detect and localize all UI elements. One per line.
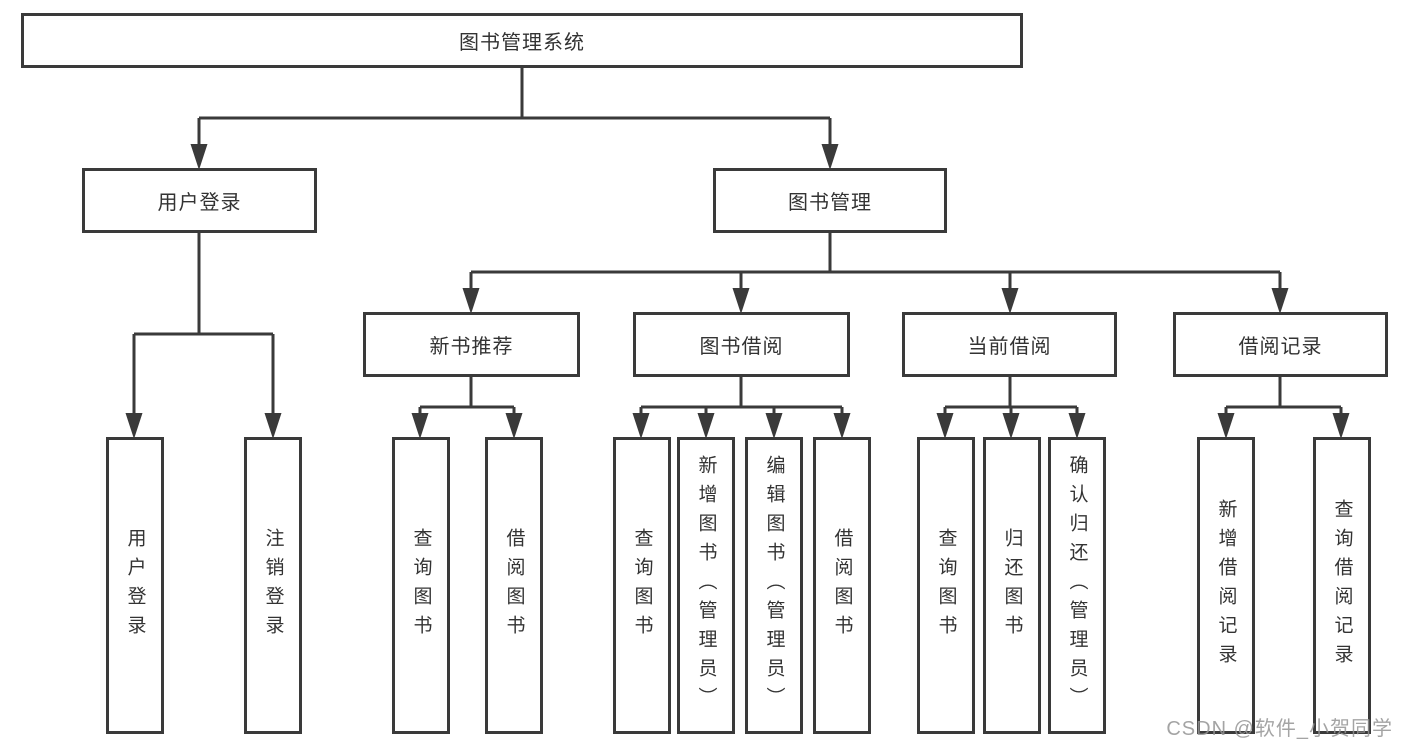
leaf-current-confirm-return-label: 确认归还（管理员） [1066,455,1088,716]
leaf-borrow-edit-book-label: 编辑图书（管理员） [763,455,785,716]
leaf-records-query: 查询借阅记录 [1313,437,1371,734]
leaf-records-add: 新增借阅记录 [1197,437,1255,734]
node-book-borrow: 图书借阅 [633,312,850,377]
leaf-borrow-borrow-book: 借阅图书 [813,437,871,734]
leaf-newbooks-borrow-label: 借阅图书 [503,527,525,644]
leaf-newbooks-borrow: 借阅图书 [485,437,543,734]
node-book-management: 图书管理 [713,168,947,233]
node-user-login-label: 用户登录 [157,192,242,214]
leaf-borrow-add-book: 新增图书（管理员） [677,437,735,734]
leaf-borrow-edit-book: 编辑图书（管理员） [745,437,803,734]
leaf-logout-label: 注销登录 [262,527,284,644]
leaf-user-login: 用户登录 [106,437,164,734]
node-borrow-records: 借阅记录 [1173,312,1388,377]
leaf-newbooks-query: 查询图书 [392,437,450,734]
leaf-current-query-label: 查询图书 [935,527,957,644]
node-root-label: 图书管理系统 [459,32,585,54]
leaf-current-query: 查询图书 [917,437,975,734]
node-new-book-recommend-label: 新书推荐 [429,336,514,358]
node-book-borrow-label: 图书借阅 [699,336,784,358]
leaf-borrow-query: 查询图书 [613,437,671,734]
node-root: 图书管理系统 [21,13,1023,68]
node-book-management-label: 图书管理 [788,192,872,214]
leaf-borrow-query-label: 查询图书 [631,527,653,644]
leaf-borrow-add-book-label: 新增图书（管理员） [695,455,717,716]
leaf-newbooks-query-label: 查询图书 [410,527,432,644]
node-borrow-records-label: 借阅记录 [1238,336,1323,358]
leaf-records-add-label: 新增借阅记录 [1215,498,1237,673]
leaf-records-query-label: 查询借阅记录 [1331,498,1353,673]
leaf-current-confirm-return: 确认归还（管理员） [1048,437,1106,734]
leaf-logout: 注销登录 [244,437,302,734]
leaf-user-login-label: 用户登录 [124,527,146,644]
node-current-borrow: 当前借阅 [902,312,1117,377]
arrowheads [125,144,1350,439]
leaf-borrow-borrow-book-label: 借阅图书 [831,527,853,644]
node-current-borrow-label: 当前借阅 [967,336,1052,358]
node-user-login: 用户登录 [82,168,317,233]
leaf-current-return: 归还图书 [983,437,1041,734]
watermark: CSDN @软件_小贺同学 [1166,718,1393,740]
leaf-current-return-label: 归还图书 [1001,527,1023,644]
node-new-book-recommend: 新书推荐 [363,312,580,377]
